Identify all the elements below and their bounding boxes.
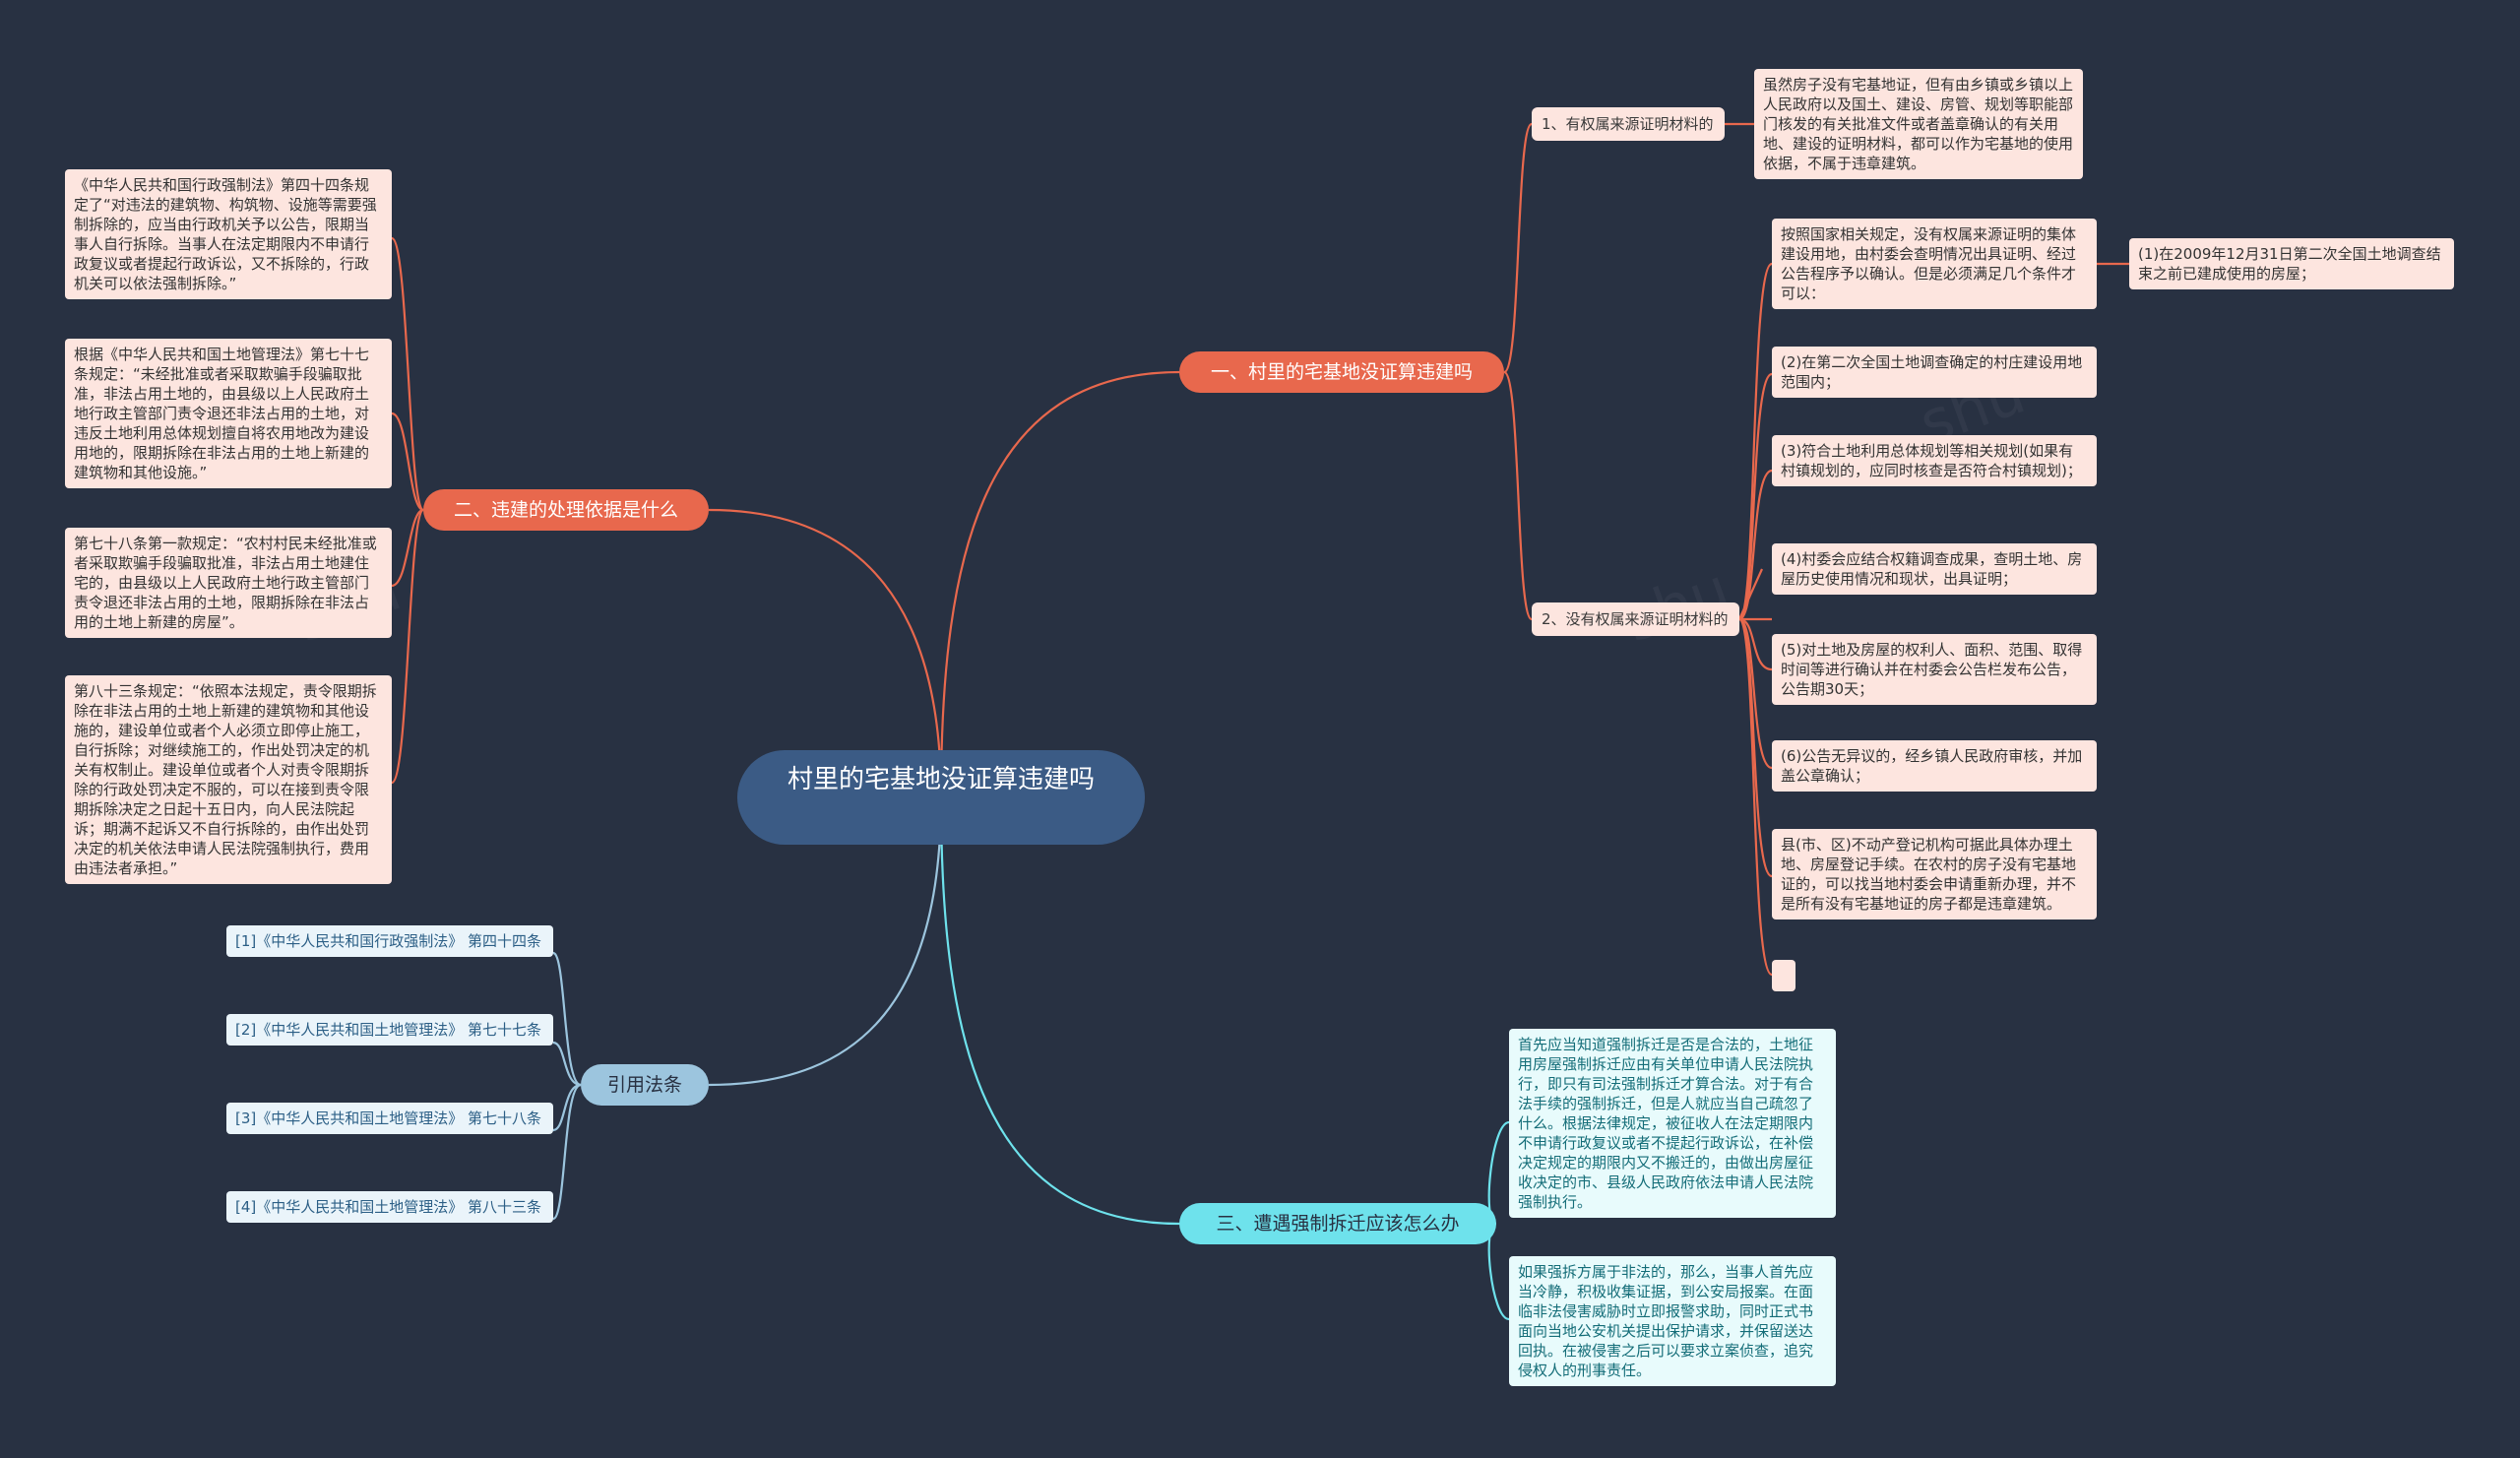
leaf-condition-6[interactable]: (6)公告无异议的，经乡镇人民政府审核，并加盖公章确认； [1772,740,2097,792]
branch-1-label: 一、村里的宅基地没证算违建吗 [1210,361,1473,383]
leaf-with-proof-text[interactable]: 虽然房子没有宅基地证，但有由乡镇或乡镇以上人民政府以及国土、建设、房管、规划等职… [1754,69,2083,179]
leaf-law-83[interactable]: 第八十三条规定：“依照本法规定，责令限期拆除在非法占用的土地上新建的建筑物和其他… [65,675,392,884]
leaf-condition-3[interactable]: (3)符合土地利用总体规划等相关规划(如果有村镇规划的，应同时核查是否符合村镇规… [1772,435,2097,486]
leaf-law-77[interactable]: 根据《中华人民共和国土地管理法》第七十七条规定：“未经批准或者采取欺骗手段骗取批… [65,339,392,488]
leaf-law-78[interactable]: 第七十八条第一款规定：“农村村民未经批准或者采取欺骗手段骗取批准，非法占用土地建… [65,528,392,638]
root-topic[interactable]: 村里的宅基地没证算违建吗 [737,750,1145,845]
branch-2-label: 二、违建的处理依据是什么 [453,499,678,521]
branch-2[interactable]: 二、违建的处理依据是什么 [423,489,709,531]
subtopic-with-proof[interactable]: 1、有权属来源证明材料的 [1532,107,1725,141]
branch-3-label: 三、遭遇强制拆迁应该怎么办 [1216,1213,1460,1235]
branch-1[interactable]: 一、村里的宅基地没证算违建吗 [1179,351,1504,393]
citation-2[interactable]: [2]《中华人民共和国土地管理法》 第七十七条 [226,1014,553,1046]
citation-4[interactable]: [4]《中华人民共和国土地管理法》 第八十三条 [226,1191,553,1223]
leaf-empty[interactable] [1772,960,1796,991]
citation-3[interactable]: [3]《中华人民共和国土地管理法》 第七十八条 [226,1103,553,1134]
branch-3[interactable]: 三、遭遇强制拆迁应该怎么办 [1179,1203,1496,1244]
branch-4[interactable]: 引用法条 [581,1064,709,1106]
leaf-law-44[interactable]: 《中华人民共和国行政强制法》第四十四条规定了“对违法的建筑物、构筑物、设施等需要… [65,169,392,299]
citation-1[interactable]: [1]《中华人民共和国行政强制法》 第四十四条 [226,925,553,957]
leaf-condition-5[interactable]: (5)对土地及房屋的权利人、面积、范围、取得时间等进行确认并在村委会公告栏发布公… [1772,634,2097,705]
subtopic-without-proof[interactable]: 2、没有权属来源证明材料的 [1532,602,1739,636]
root-topic-label: 村里的宅基地没证算违建吗 [787,765,1095,794]
branch-4-label: 引用法条 [606,1074,682,1096]
leaf-condition-1[interactable]: (1)在2009年12月31日第二次全国土地调查结束之前已建成使用的房屋； [2129,238,2454,289]
leaf-registration[interactable]: 县(市、区)不动产登记机构可据此具体办理土地、房屋登记手续。在农村的房子没有宅基… [1772,829,2097,919]
leaf-condition-intro[interactable]: 按照国家相关规定，没有权属来源证明的集体建设用地，由村委会查明情况出具证明、经过… [1772,219,2097,309]
leaf-condition-4[interactable]: (4)村委会应结合权籍调查成果，查明土地、房屋历史使用情况和现状，出具证明； [1772,543,2097,595]
leaf-condition-2[interactable]: (2)在第二次全国土地调查确定的村庄建设用地范围内； [1772,347,2097,398]
leaf-illegal-demolition[interactable]: 如果强拆方属于非法的，那么，当事人首先应当冷静，积极收集证据，到公安局报案。在面… [1509,1256,1836,1386]
subtopic-without-proof-label: 2、没有权属来源证明材料的 [1542,610,1729,628]
subtopic-with-proof-label: 1、有权属来源证明材料的 [1542,115,1714,133]
leaf-legal-demolition[interactable]: 首先应当知道强制拆迁是否是合法的，土地征用房屋强制拆迁应由有关单位申请人民法院执… [1509,1029,1836,1218]
